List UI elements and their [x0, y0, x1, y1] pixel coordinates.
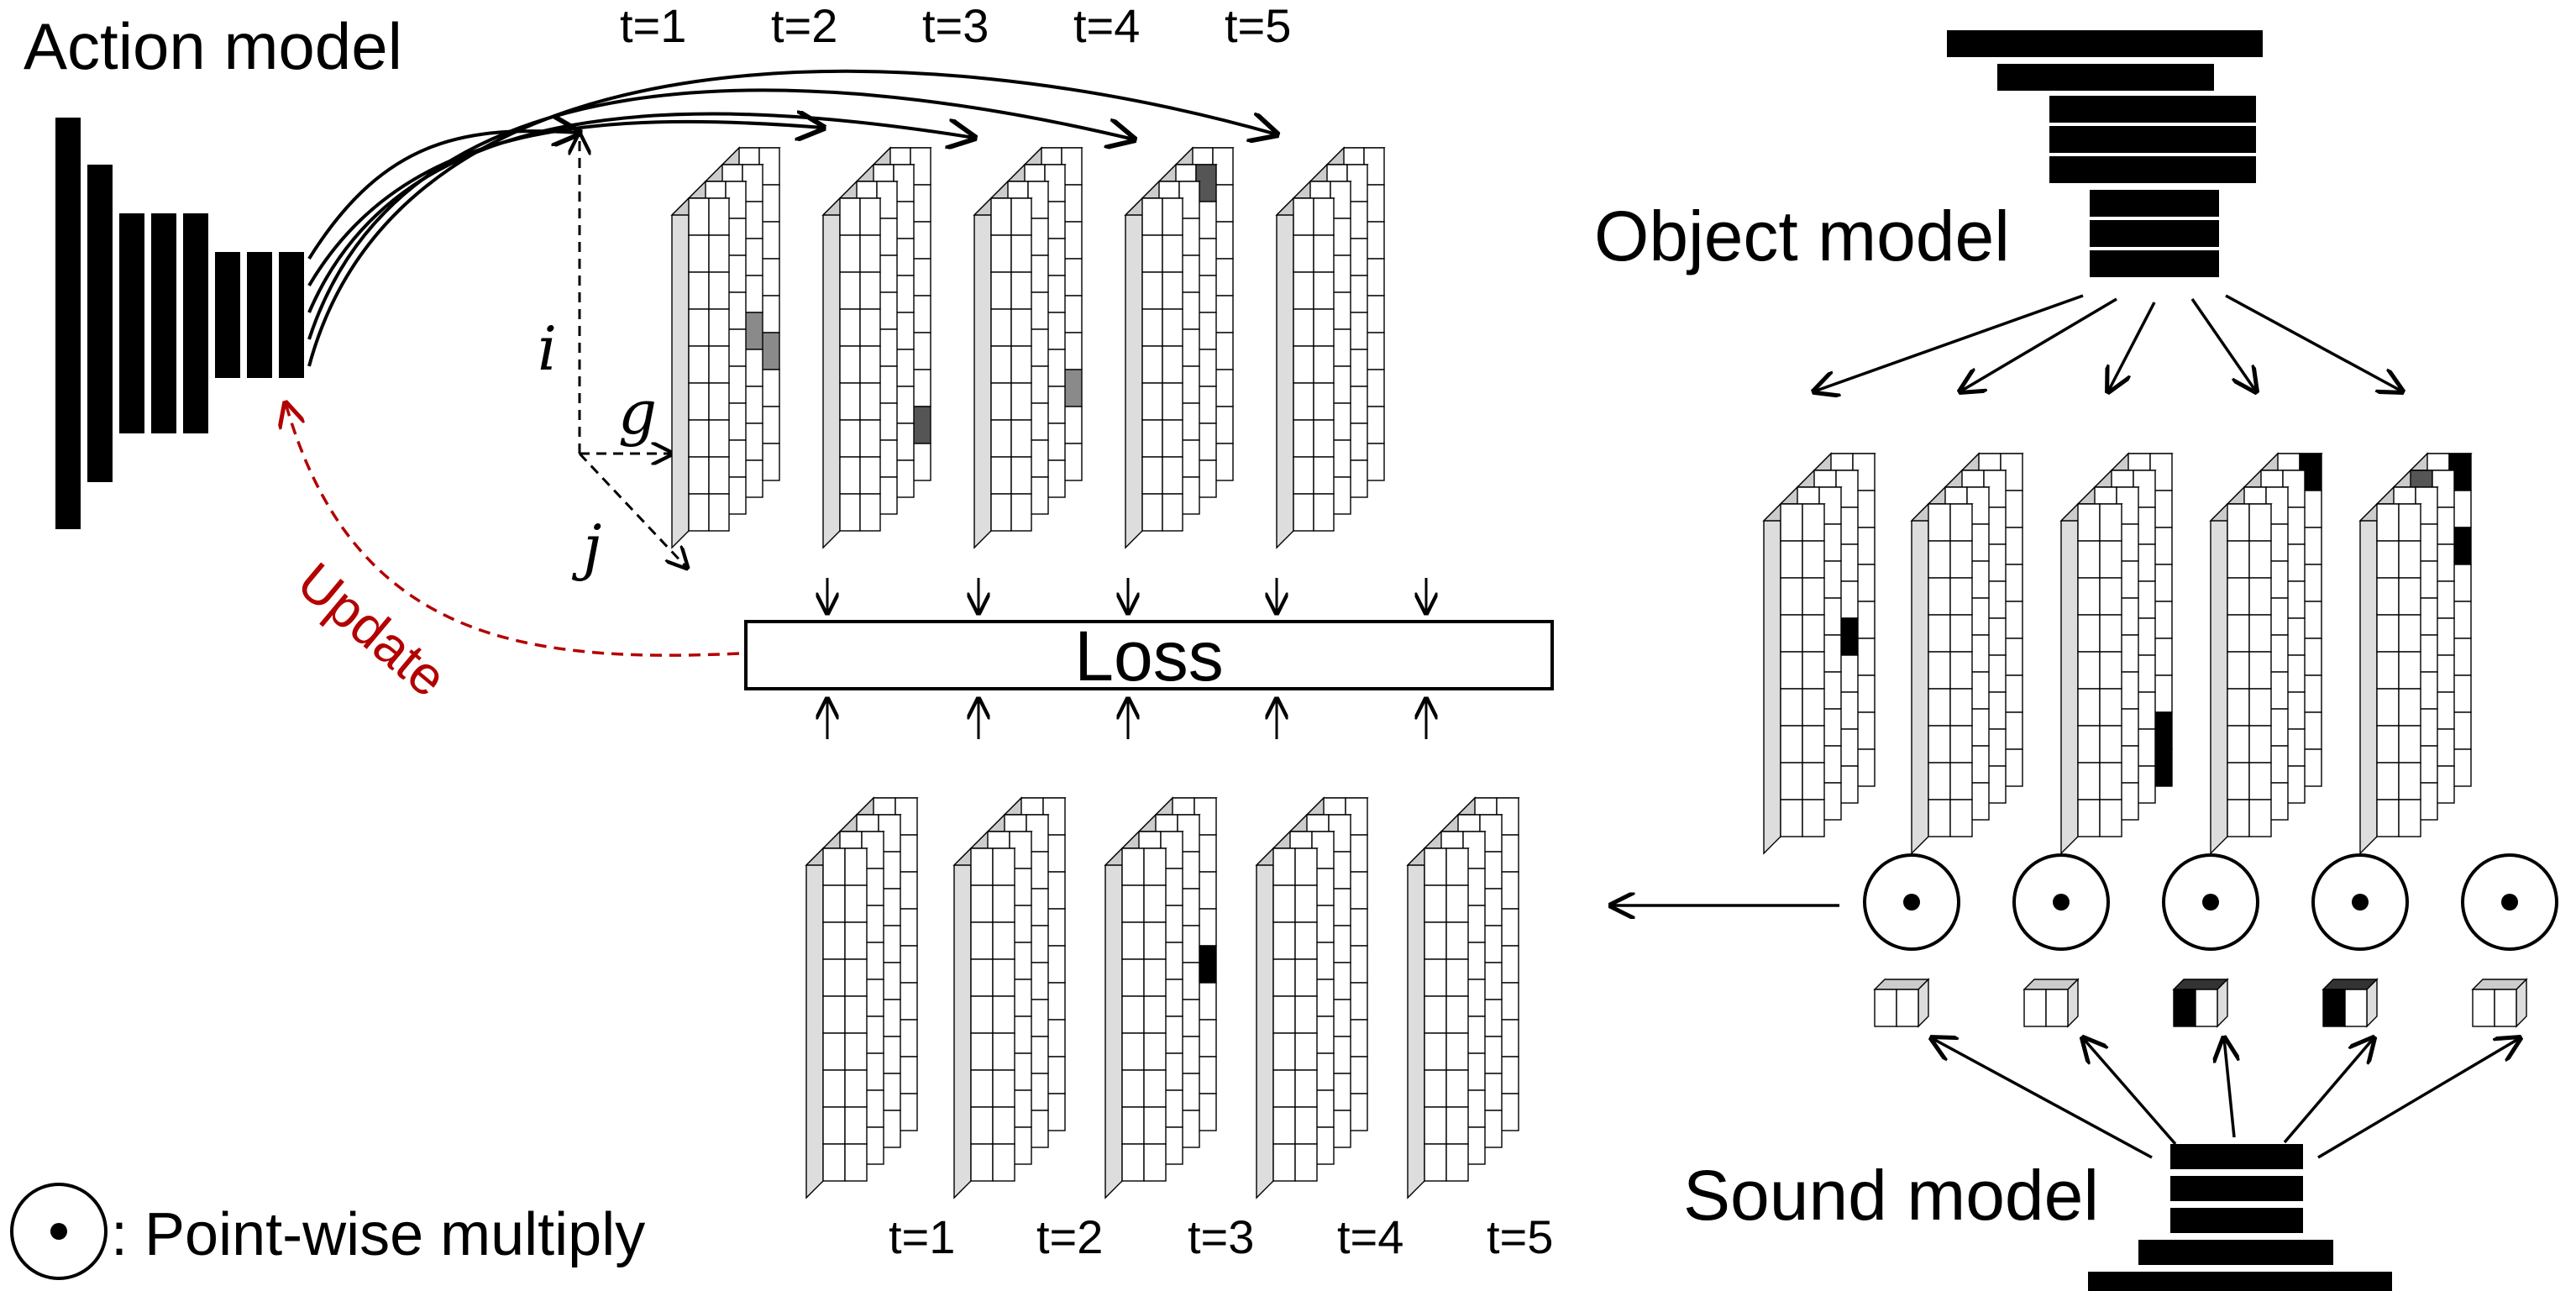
update-label: Update	[286, 551, 458, 709]
pointwise-multiply-icon	[10, 1183, 108, 1280]
action-prediction-volumes	[670, 146, 1386, 549]
sound-model-network	[2088, 1144, 2392, 1291]
voxel-volume	[2209, 452, 2323, 855]
voxel-volume	[1762, 452, 1876, 855]
voxel-volume	[1255, 796, 1369, 1199]
top-time-label: t=4	[1073, 0, 1140, 52]
legend-label: : Point-wise multiply	[111, 1201, 645, 1268]
bottom-time-label: t=5	[1487, 1210, 1553, 1263]
action-model-label: Action model	[24, 9, 402, 83]
voxel-volume	[952, 796, 1067, 1199]
bottom-time-label: t=4	[1337, 1210, 1403, 1263]
voxel-volume	[805, 796, 919, 1199]
sound-activation-cell	[2023, 978, 2080, 1028]
sound-activation-cell	[2471, 978, 2528, 1028]
voxel-volume	[1124, 146, 1235, 549]
axis-g-label: g	[618, 377, 657, 448]
top-time-label: t=3	[922, 0, 989, 52]
loss-arrows	[827, 578, 1426, 739]
pointwise-multiply-icon	[2012, 853, 2110, 951]
axis-i-label: i	[538, 313, 557, 384]
bottom-time-label: t=1	[889, 1210, 955, 1263]
sound-model-arrows	[1932, 1038, 2520, 1159]
object-model-label: Object model	[1594, 197, 2010, 276]
loss-label: Loss	[1074, 617, 1223, 695]
legend: : Point-wise multiply	[10, 1183, 645, 1280]
pointwise-multiply-icon	[2461, 853, 2558, 951]
top-time-label: t=1	[620, 0, 686, 52]
loss-box	[744, 620, 1554, 690]
voxel-volume	[1104, 796, 1218, 1199]
voxel-volume	[1275, 146, 1386, 549]
voxel-volume	[2059, 452, 2174, 855]
voxel-volume	[1910, 452, 2024, 855]
pointwise-multiply-icon	[2311, 853, 2409, 951]
voxel-volume	[821, 146, 932, 549]
top-time-label: t=2	[771, 0, 837, 52]
sound-activation-cell	[2322, 978, 2379, 1028]
sound-activation-cell	[1873, 978, 1930, 1028]
voxel-volume	[670, 146, 781, 549]
object-masks	[1762, 452, 2473, 855]
sound-activations	[1873, 978, 2528, 1028]
object-model-arrows	[1814, 294, 2402, 391]
sound-activation-cell	[2172, 978, 2229, 1028]
pointwise-multiply-icon	[1863, 853, 1960, 951]
pointwise-multiply-row	[1863, 853, 2558, 951]
bottom-time-label: t=3	[1188, 1210, 1254, 1263]
action-model-network	[55, 118, 304, 529]
sound-model-label: Sound model	[1683, 1156, 2099, 1235]
bottom-time-label: t=2	[1036, 1210, 1103, 1263]
voxel-volume	[973, 146, 1083, 549]
object-model-network	[1947, 30, 2263, 277]
top-time-label: t=5	[1225, 0, 1291, 52]
pointwise-multiply-icon	[2162, 853, 2259, 951]
action-output-arrows	[307, 69, 1277, 367]
axis-indicator	[580, 134, 687, 568]
bottom-time-labels: t=1 t=2 t=3 t=4 t=5	[889, 1210, 1553, 1263]
voxel-volume	[1406, 796, 1520, 1199]
voxel-volume	[2358, 452, 2473, 855]
top-time-labels: t=1 t=2 t=3 t=4 t=5	[620, 0, 1291, 52]
axis-j-label: j	[571, 512, 601, 582]
target-volumes	[805, 796, 1520, 1199]
